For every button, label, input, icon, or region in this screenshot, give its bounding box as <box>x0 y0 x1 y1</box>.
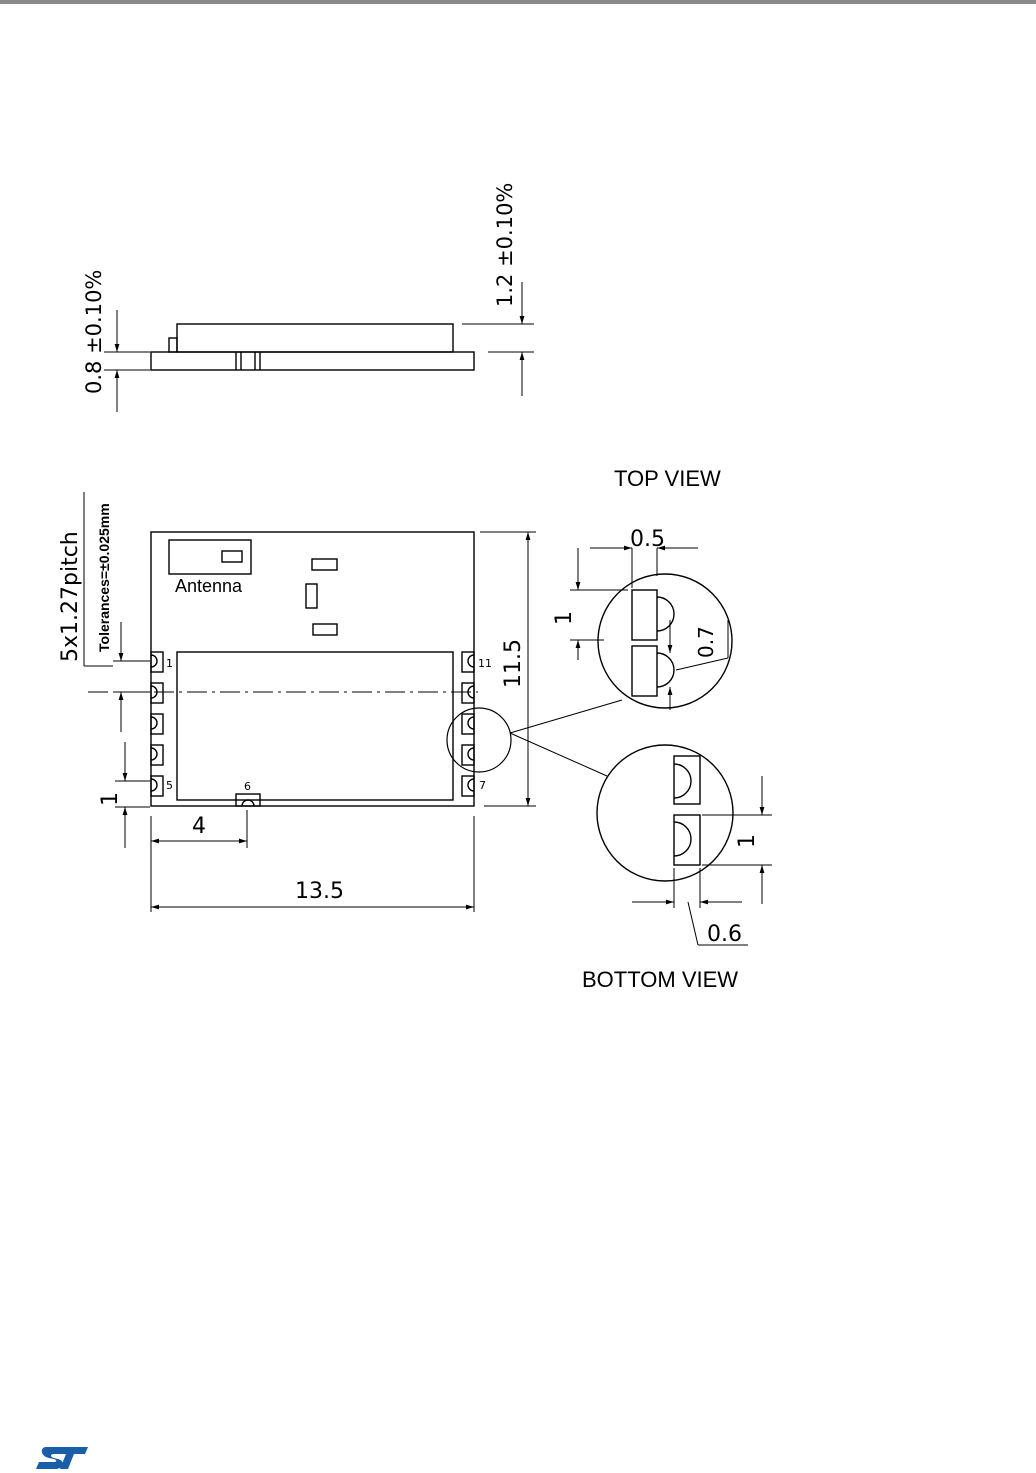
pitch-label: 5x1.27pitch <box>58 531 83 662</box>
pcb-board-side <box>151 352 474 370</box>
antenna-chip <box>222 551 242 562</box>
component-2 <box>306 584 317 608</box>
bottom-view-title: BOTTOM VIEW <box>582 967 738 992</box>
tolerance-label: Tolerances=±0.025mm <box>96 503 112 652</box>
detail-marker <box>447 708 511 772</box>
bottom-pad-width-label: 0.6 <box>707 922 742 947</box>
antenna-block <box>169 540 251 574</box>
module-outline <box>151 532 474 806</box>
top-view-title: TOP VIEW <box>614 466 721 491</box>
left-pads <box>151 652 163 796</box>
height-label: 11.5 <box>501 639 526 688</box>
component-3 <box>313 624 337 635</box>
pitch-leader <box>84 492 150 732</box>
detail-pad-depth-label: 0.7 <box>694 626 718 658</box>
side-view <box>104 282 534 412</box>
offset-label: 4 <box>192 814 206 839</box>
component-1 <box>312 559 337 570</box>
side-component <box>169 338 177 352</box>
side-height-thin-label: 0.8 ±0.10% <box>82 270 106 394</box>
pin-size-label: 1 <box>98 792 123 806</box>
bottom-detail-circle <box>597 745 733 881</box>
detail-pad-width-label: 0.5 <box>630 527 665 552</box>
pin-5-label: 5 <box>166 779 173 792</box>
pin-7-label: 7 <box>479 779 486 792</box>
right-pads <box>462 652 474 796</box>
st-logo-icon <box>32 1443 96 1473</box>
detail-pad-pitch-label: 1 <box>552 611 577 625</box>
side-height-total-label: 1.2 ±0.10% <box>493 183 517 307</box>
pin-6-label: 6 <box>244 780 251 793</box>
shield-can-side <box>177 324 453 352</box>
antenna-label: Antenna <box>175 576 243 596</box>
pin-11-label: 11 <box>478 657 492 670</box>
bottom-pad-pitch-label: 1 <box>735 834 760 848</box>
pin-1-label: 1 <box>166 657 173 670</box>
width-label: 13.5 <box>295 879 344 904</box>
shield-can-top <box>177 652 453 800</box>
